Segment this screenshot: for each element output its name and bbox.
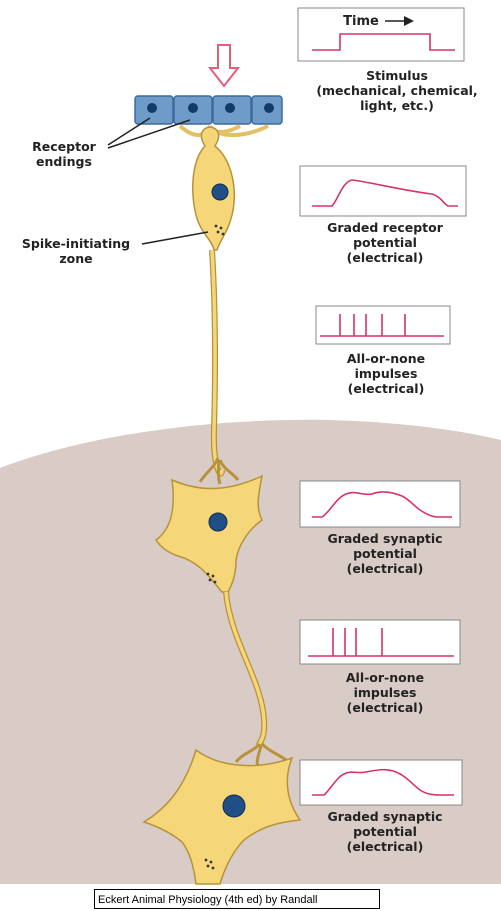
impulses-2-line-1: All-or-none	[310, 670, 460, 685]
nucleus-1	[212, 184, 228, 200]
stimulus-line-3: light, etc.)	[292, 98, 501, 113]
stimulus-arrow-icon	[210, 45, 238, 86]
spike-zone-line-2: zone	[6, 251, 146, 266]
receptor-line-1: Receptor	[18, 139, 110, 154]
graded-synaptic-trace-box-2	[300, 760, 462, 805]
graded-synaptic-2-line-1: Graded synaptic	[300, 809, 470, 824]
graded-synaptic-label-2: Graded synaptic potential (electrical)	[300, 809, 470, 854]
graded-synaptic-trace-box-1	[300, 481, 460, 527]
time-label: Time	[336, 14, 386, 29]
stimulus-line-2: (mechanical, chemical,	[292, 83, 501, 98]
impulses-2-line-2: impulses	[310, 685, 460, 700]
impulses-2-line-3: (electrical)	[310, 700, 460, 715]
credit-caption: Eckert Animal Physiology (4th ed) by Ran…	[94, 889, 380, 909]
graded-synaptic-2-line-2: potential	[300, 824, 470, 839]
graded-synaptic-1-line-3: (electrical)	[300, 561, 470, 576]
impulses-label-1: All-or-none impulses (electrical)	[316, 351, 456, 396]
receptor-endings-label: Receptor endings	[18, 139, 110, 169]
impulses-1-line-1: All-or-none	[316, 351, 456, 366]
impulses-1-line-2: impulses	[316, 366, 456, 381]
graded-receptor-line-1: Graded receptor	[300, 220, 470, 235]
graded-synaptic-1-line-1: Graded synaptic	[300, 531, 470, 546]
impulse-trace-box-1	[316, 306, 450, 344]
graded-synaptic-2-line-3: (electrical)	[300, 839, 470, 854]
stimulus-line-1: Stimulus	[292, 68, 501, 83]
spike-zone-label: Spike-initiating zone	[6, 236, 146, 266]
graded-synaptic-1-line-2: potential	[300, 546, 470, 561]
stimulus-label: Stimulus (mechanical, chemical, light, e…	[292, 68, 501, 113]
receptor-cells	[135, 96, 282, 124]
graded-receptor-line-3: (electrical)	[300, 250, 470, 265]
impulse-trace-box-2	[300, 620, 460, 664]
impulses-label-2: All-or-none impulses (electrical)	[310, 670, 460, 715]
graded-receptor-trace-box	[300, 166, 466, 216]
impulses-1-line-3: (electrical)	[316, 381, 456, 396]
receptor-line-2: endings	[18, 154, 110, 169]
graded-synaptic-label-1: Graded synaptic potential (electrical)	[300, 531, 470, 576]
graded-receptor-line-2: potential	[300, 235, 470, 250]
spike-zone-line-1: Spike-initiating	[6, 236, 146, 251]
graded-receptor-label: Graded receptor potential (electrical)	[300, 220, 470, 265]
